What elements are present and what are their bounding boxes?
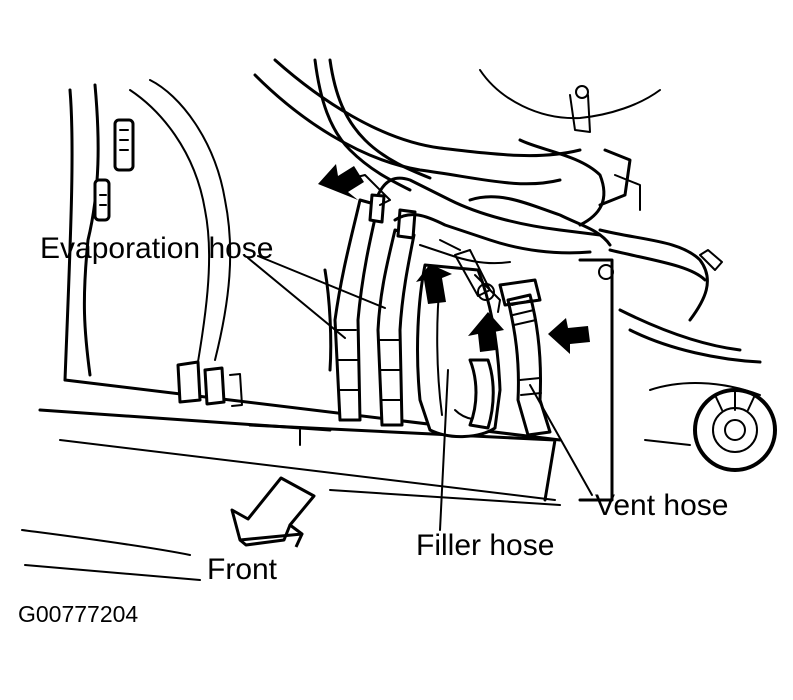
label-evaporation-hose: Evaporation hose: [40, 232, 274, 265]
leader-evap-2: [257, 255, 386, 309]
arrow-middle-right: [468, 312, 504, 352]
arrow-right: [548, 318, 590, 354]
label-filler-hose: Filler hose: [416, 529, 554, 562]
upper-pipe-connections: [376, 176, 602, 265]
right-side-components: [578, 228, 777, 502]
leader-vent: [529, 384, 593, 496]
vent-hose: [498, 278, 552, 437]
left-side-components: [93, 118, 243, 407]
pointer-arrows: [318, 164, 590, 354]
hose-clamp: [439, 239, 501, 313]
label-vent-hose: Vent hose: [595, 489, 728, 522]
arrow-middle-left: [416, 264, 452, 304]
upper-engine-components: [253, 58, 661, 247]
background-structure: [21, 79, 562, 581]
leader-lines: [247, 255, 593, 531]
leader-filler: [439, 369, 449, 531]
arrow-upper-left: [318, 164, 364, 200]
front-direction-arrow: [230, 476, 316, 548]
evaporation-hose-pair: [323, 174, 417, 427]
filler-hose: [416, 263, 502, 439]
figure-id: G00777204: [18, 601, 138, 627]
label-front: Front: [207, 553, 278, 586]
leader-evap-1: [247, 257, 346, 339]
